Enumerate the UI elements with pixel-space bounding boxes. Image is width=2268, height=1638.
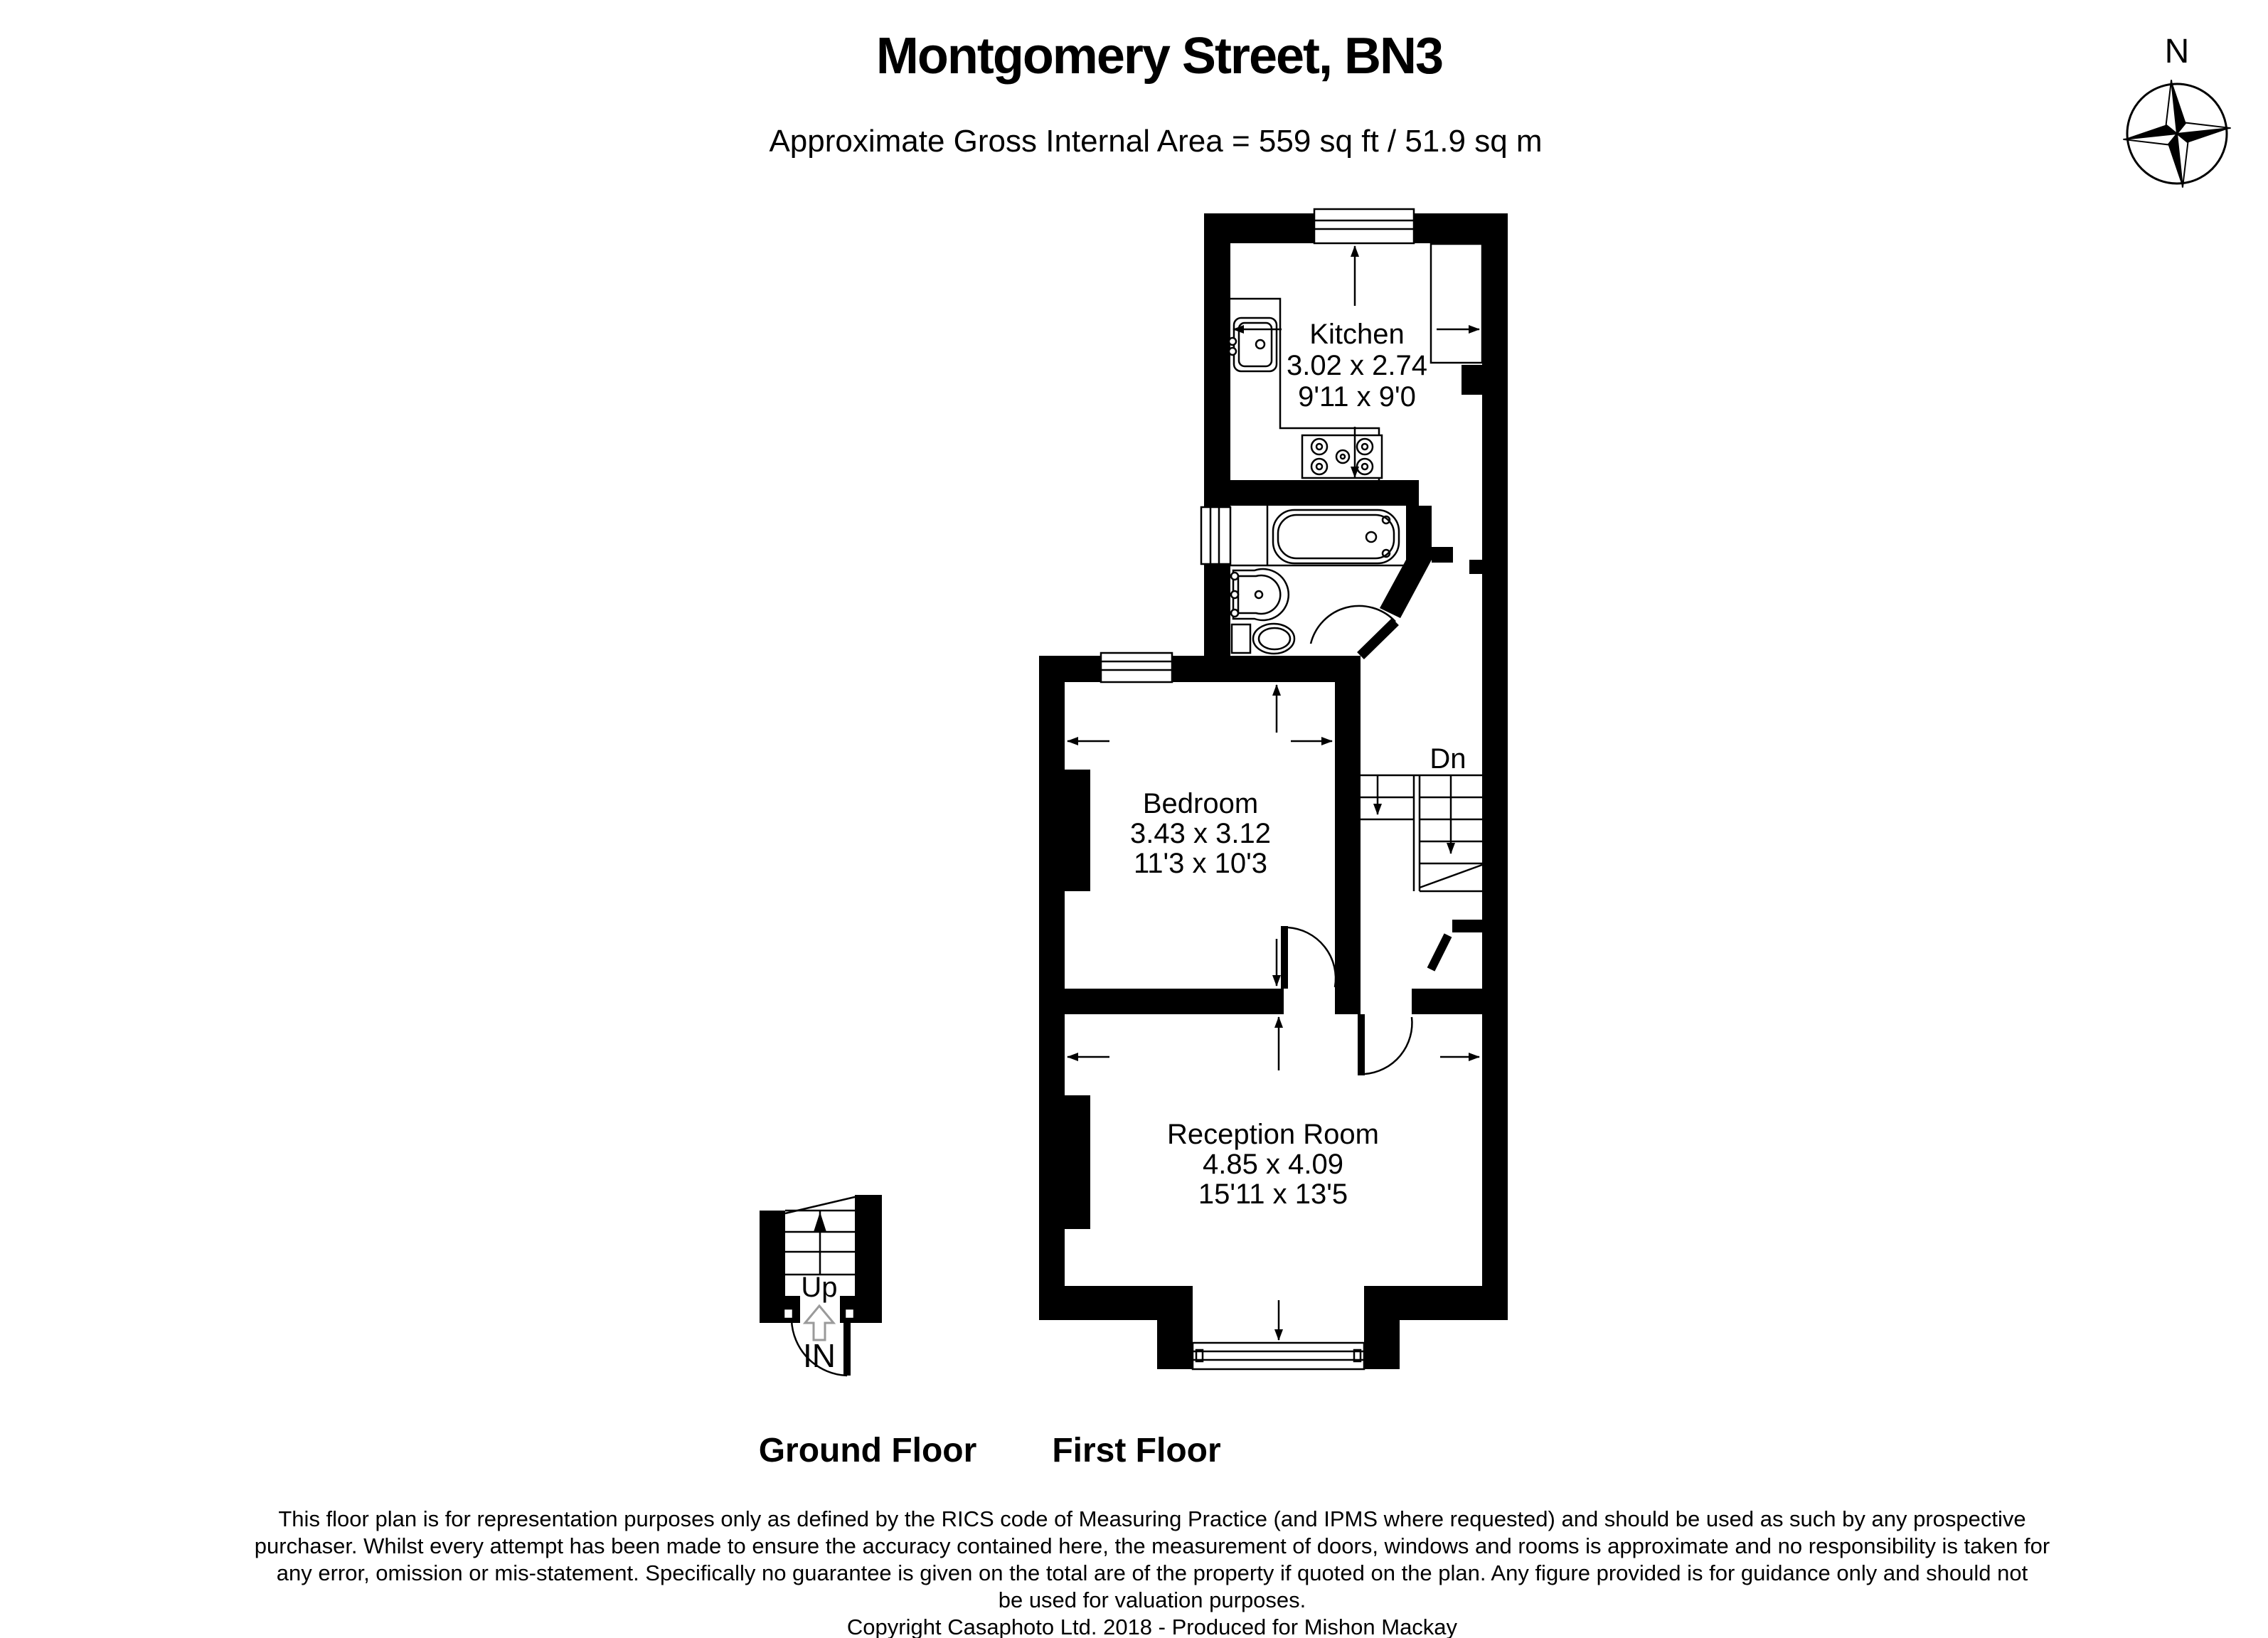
bedroom-window (1100, 652, 1173, 684)
page-subtitle: Approximate Gross Internal Area = 559 sq… (769, 124, 1542, 159)
first-floor-plan: Kitchen 3.02 x 2.74 9'11 x 9'0 Bedroom 3… (1039, 208, 1508, 1371)
stairs-up-label: Up (801, 1272, 837, 1303)
compass-rose-icon: N (2123, 33, 2231, 188)
compass-north-label: N (2165, 33, 2190, 70)
page-title: Montgomery Street, BN3 (876, 28, 1442, 85)
window-symbols (1100, 208, 1415, 1371)
entrance-up-arrow-icon (802, 1304, 836, 1341)
hall-closet-door (1427, 933, 1452, 972)
disclaimer-line-2: purchaser. Whilst every attempt has been… (255, 1533, 2050, 1558)
reception-bay-window (1191, 1341, 1365, 1371)
ground-floor-stairs (784, 1195, 858, 1276)
measurement-arrows (1067, 245, 1480, 1341)
ground-floor-label: Ground Floor (759, 1432, 977, 1469)
bathroom-door (1309, 605, 1399, 660)
bathroom-sink-icon (1230, 568, 1290, 622)
first-floor-walls (1039, 213, 1508, 1369)
reception-dims-imperial: 15'11 x 13'5 (1198, 1179, 1348, 1210)
kitchen-dims-imperial: 9'11 x 9'0 (1298, 381, 1416, 413)
entrance-door (782, 1307, 856, 1377)
disclaimer-line-3: any error, omission or mis-statement. Sp… (277, 1560, 2028, 1585)
bedroom-dims-imperial: 11'3 x 10'3 (1134, 848, 1267, 879)
bedroom-dims-metric: 3.43 x 3.12 (1130, 818, 1271, 849)
reception-dims-metric: 4.85 x 4.09 (1203, 1149, 1343, 1180)
disclaimer-line-1: This floor plan is for representation pu… (278, 1506, 2025, 1531)
bedroom-door (1281, 926, 1337, 989)
entrance-in-label: IN (803, 1337, 836, 1374)
kitchen-dims-metric: 3.02 x 2.74 (1287, 350, 1427, 381)
kitchen-unit (1430, 243, 1484, 364)
stairs-down-label: Dn (1430, 743, 1466, 775)
hob-icon (1301, 434, 1383, 479)
first-floor-label: First Floor (1052, 1432, 1220, 1469)
copyright-line: Copyright Casaphoto Ltd. 2018 - Produced… (847, 1615, 1458, 1638)
disclaimer-line-4: be used for valuation purposes. (999, 1588, 1306, 1612)
kitchen-name: Kitchen (1309, 319, 1404, 350)
kitchen-window (1313, 208, 1415, 245)
disclaimer: This floor plan is for representation pu… (255, 1506, 2050, 1638)
kitchen-sink (1228, 317, 1278, 373)
reception-name: Reception Room (1167, 1119, 1379, 1150)
first-floor-stairs (1361, 774, 1483, 893)
bathroom-window (1200, 506, 1232, 565)
ground-floor-plan: Up IN (760, 1195, 882, 1377)
bathtub-icon (1230, 506, 1406, 567)
toilet-icon (1230, 622, 1296, 655)
reception-door (1358, 1014, 1413, 1075)
room-labels: Kitchen 3.02 x 2.74 9'11 x 9'0 Bedroom 3… (1130, 319, 1466, 1210)
bedroom-name: Bedroom (1143, 788, 1258, 819)
